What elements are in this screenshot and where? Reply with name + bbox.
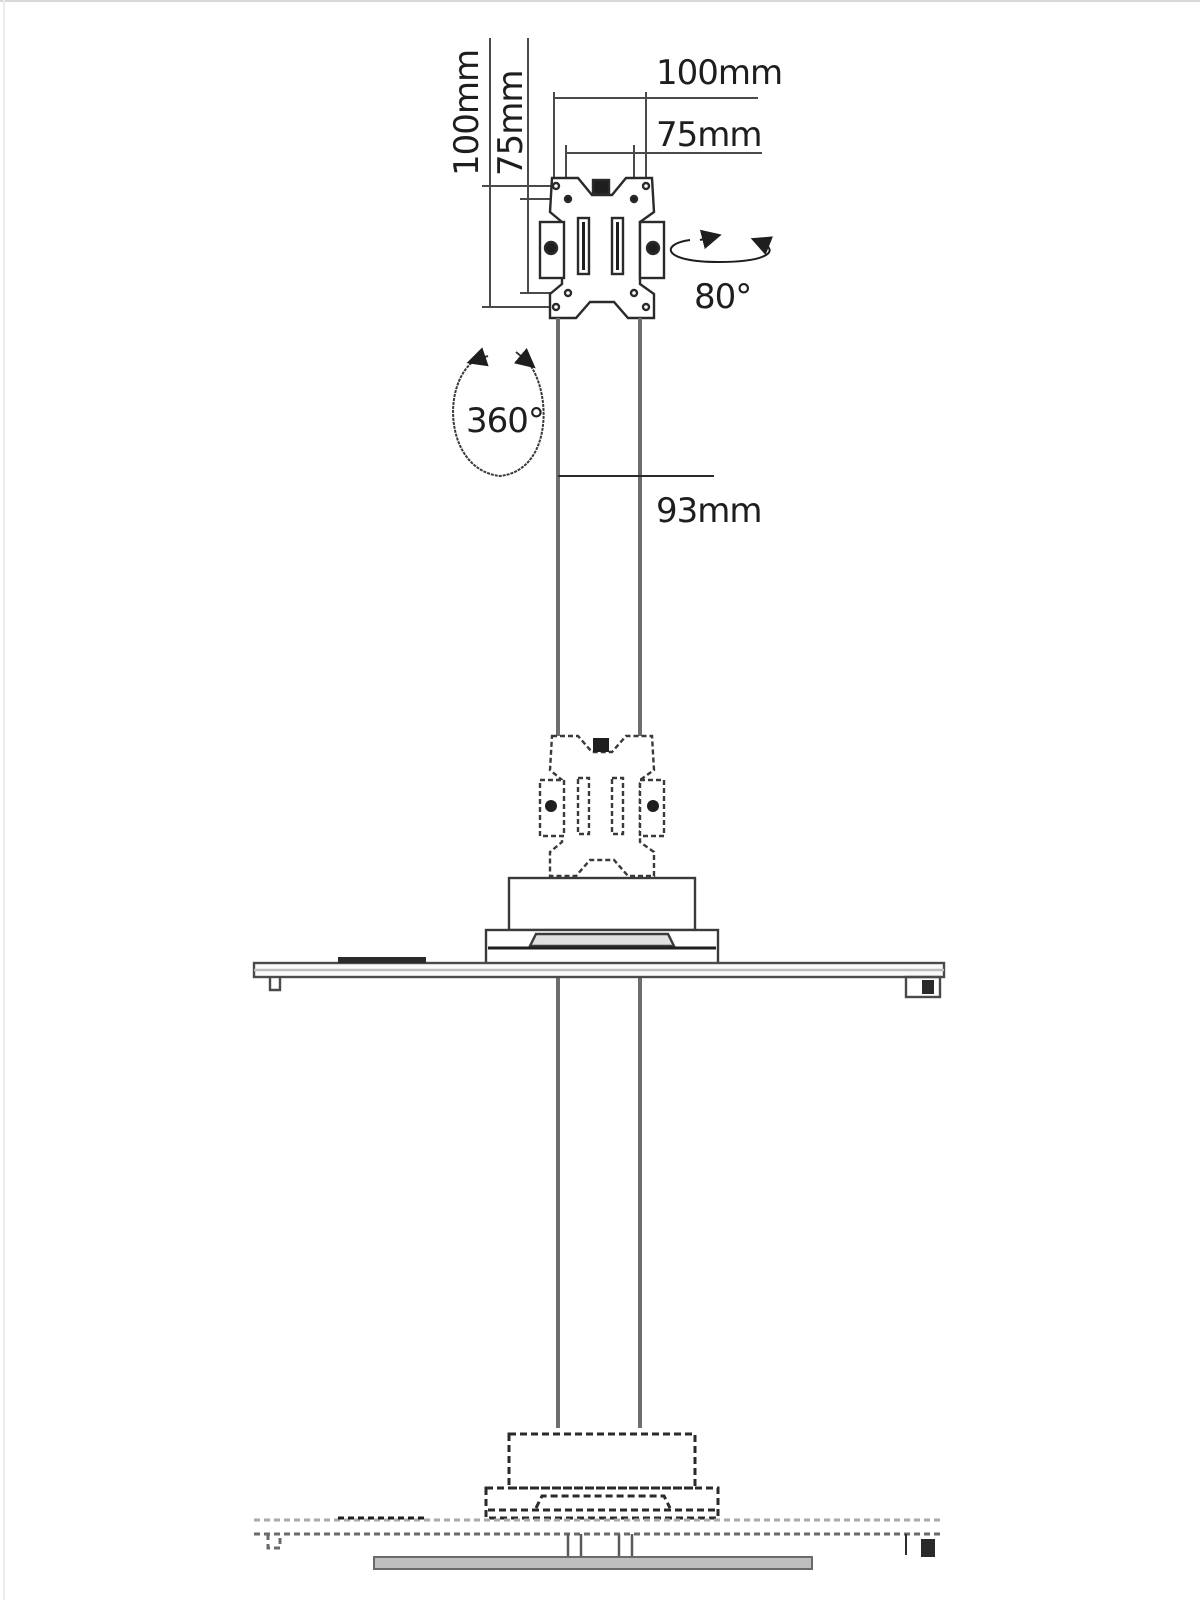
vesa-vertical-75-label: 75mm xyxy=(491,70,531,176)
pole xyxy=(556,318,642,1428)
tilt-rotation-arrow-icon xyxy=(669,229,774,264)
top-border xyxy=(0,0,1200,2)
vesa-plate-top xyxy=(538,176,666,320)
rotation-angle-label: 360° xyxy=(466,401,544,441)
vesa-lower-lock xyxy=(593,738,609,752)
rotation-360-arrow-icon xyxy=(452,347,545,478)
clamp-housing-lower xyxy=(484,1432,720,1520)
desk-lower xyxy=(254,1516,944,1550)
clamp-housing-upper xyxy=(484,876,720,966)
vesa-vertical-100-label: 100mm xyxy=(447,50,487,176)
vesa-horizontal-100-label: 100mm xyxy=(656,53,782,93)
desk-top xyxy=(252,957,946,999)
vesa-plate-lower xyxy=(538,734,666,878)
tilt-angle-label: 80° xyxy=(694,277,751,317)
left-border xyxy=(3,0,5,1600)
base-plate xyxy=(373,1556,813,1570)
pole-diameter-label: 93mm xyxy=(656,491,762,531)
clamp-knob-lower xyxy=(905,1534,935,1557)
vesa-lower-knob-right xyxy=(647,800,659,812)
base-pole-stubs xyxy=(566,1534,634,1560)
vesa-horizontal-75-label: 75mm xyxy=(656,115,762,155)
vesa-lower-knob-left xyxy=(545,800,557,812)
